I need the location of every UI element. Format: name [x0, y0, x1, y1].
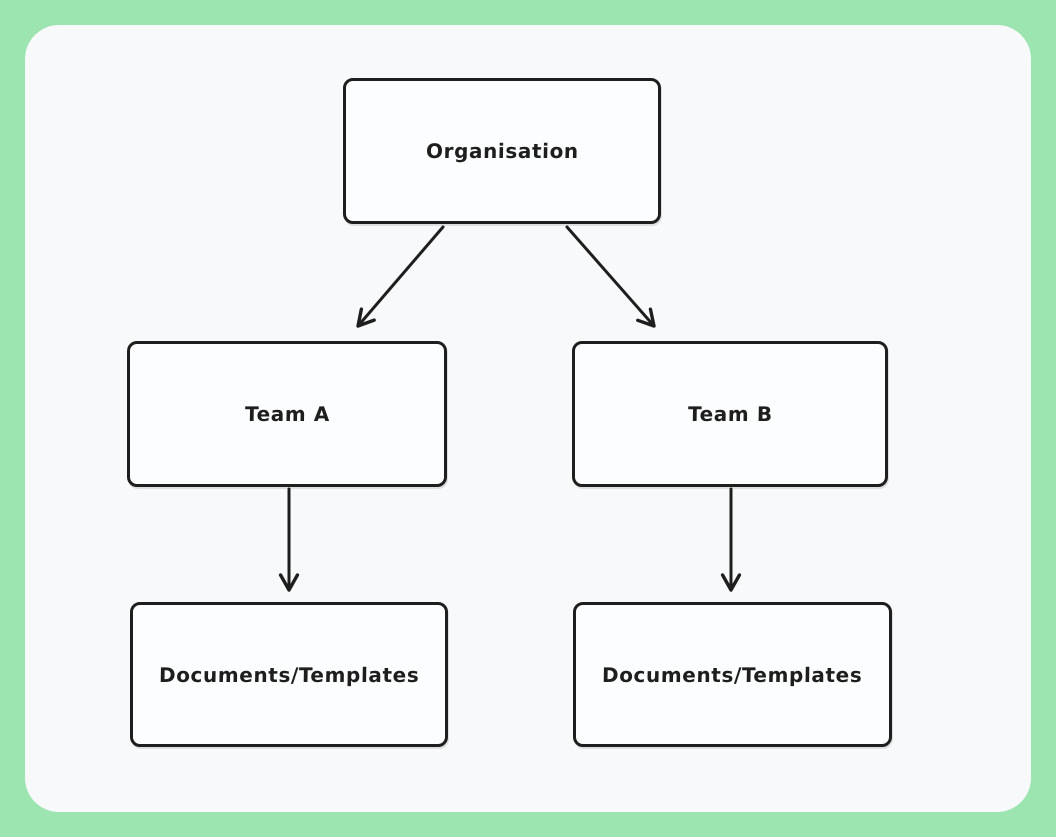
node-organisation-label: Organisation [425, 139, 579, 163]
node-organisation[interactable]: Organisation [343, 78, 661, 224]
node-documents-templates-b-label: Documents/Templates [602, 662, 863, 687]
node-team-a[interactable]: Team A [127, 341, 447, 487]
node-team-a-label: Team A [244, 402, 330, 426]
node-team-b[interactable]: Team B [572, 341, 888, 487]
node-team-b-label: Team B [687, 402, 773, 426]
node-documents-templates-b[interactable]: Documents/Templates [573, 602, 892, 747]
node-documents-templates-a-label: Documents/Templates [158, 662, 420, 687]
node-documents-templates-a[interactable]: Documents/Templates [130, 602, 448, 747]
